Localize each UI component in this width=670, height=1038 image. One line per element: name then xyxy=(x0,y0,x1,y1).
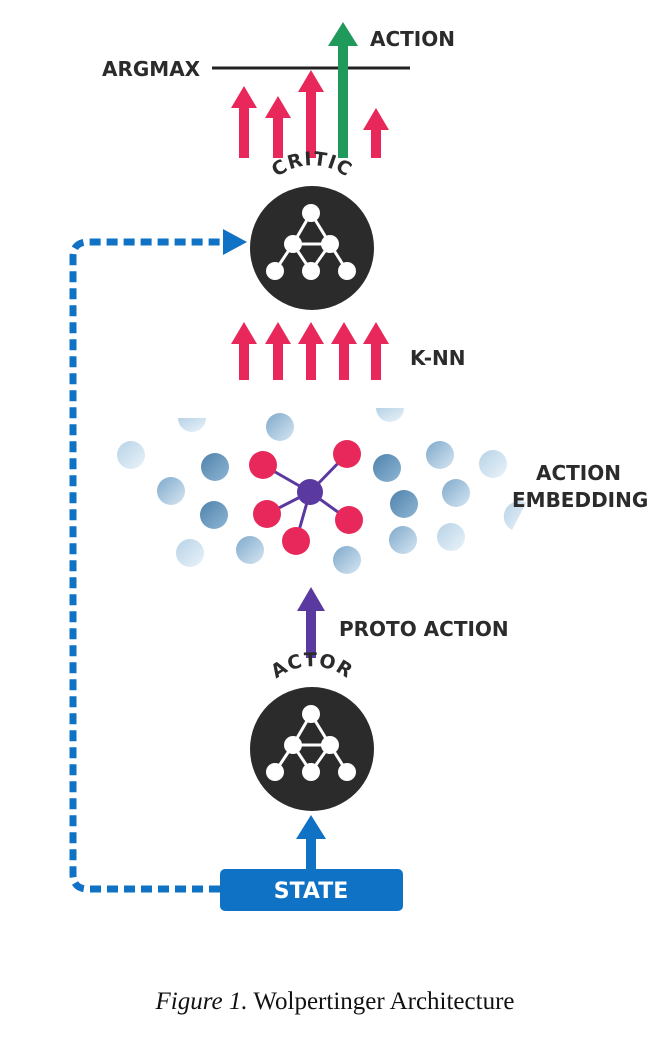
action-embedding-label-line1: ACTION xyxy=(536,461,621,485)
state-to-actor-arrow xyxy=(296,815,326,872)
neighbor-action xyxy=(335,506,363,534)
neural-network-icon xyxy=(266,204,356,280)
embedding-point xyxy=(266,413,294,441)
neighbor-action xyxy=(282,527,310,555)
state-box xyxy=(220,869,403,911)
embedding-point xyxy=(200,501,228,529)
embedding-point xyxy=(236,536,264,564)
arrow-up-icon xyxy=(363,108,389,158)
arrow-up-icon xyxy=(363,322,389,380)
actor-label: ACTOR xyxy=(267,649,357,683)
embedding-point xyxy=(201,453,229,481)
embedding-point xyxy=(389,526,417,554)
embedding-point xyxy=(178,418,206,432)
arrow-up-icon xyxy=(231,322,257,380)
figure-caption: Figure 1. Wolpertinger Architecture xyxy=(0,988,670,1016)
figure-number: Figure 1. xyxy=(155,988,248,1015)
arrow-up-icon xyxy=(265,322,291,380)
arrow-up-icon xyxy=(298,70,324,158)
feedback-arrowhead xyxy=(223,229,247,255)
argmax-label: ARGMAX xyxy=(102,57,201,81)
neighbor-action xyxy=(333,440,361,468)
arrow-up-icon xyxy=(265,96,291,158)
proto-action-arrow xyxy=(297,587,325,658)
embedding-point xyxy=(376,408,404,422)
action-embedding-label-line2: EMBEDDING xyxy=(512,488,648,512)
arrow-up-icon xyxy=(298,322,324,380)
embedding-point xyxy=(333,546,361,574)
embedding-point xyxy=(437,523,465,551)
action-label: ACTION xyxy=(370,27,455,51)
state-label: STATE xyxy=(274,879,349,904)
embedding-point xyxy=(117,441,145,469)
knn-arrows xyxy=(231,322,389,380)
action-embedding-cloud xyxy=(117,408,526,574)
knn-label: K-NN xyxy=(410,346,466,370)
neighbor-action xyxy=(249,451,277,479)
embedding-point xyxy=(373,454,401,482)
embedding-point xyxy=(157,477,185,505)
arrow-up-icon xyxy=(231,86,257,158)
figure-title: Wolpertinger Architecture xyxy=(253,988,515,1015)
embedding-point xyxy=(503,501,526,530)
proto-action-label: PROTO ACTION xyxy=(339,617,509,641)
critic-output-arrows xyxy=(231,70,389,158)
neural-network-icon xyxy=(266,705,356,781)
arrow-up-icon xyxy=(331,322,357,380)
selected-action-arrow xyxy=(328,22,358,158)
embedding-point xyxy=(176,539,204,567)
embedding-point xyxy=(390,490,418,518)
dashed-feedback-arrow-icon xyxy=(69,238,225,893)
embedding-point xyxy=(479,450,507,478)
proto-action-point xyxy=(297,479,323,505)
neighbor-action xyxy=(253,500,281,528)
embedding-point xyxy=(442,479,470,507)
embedding-point xyxy=(426,441,454,469)
